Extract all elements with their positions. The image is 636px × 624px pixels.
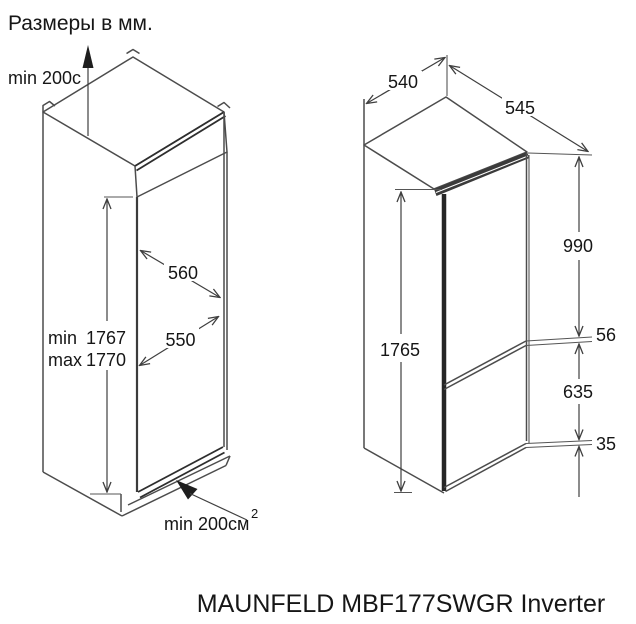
fridge-depth-dimension: 545 bbox=[450, 66, 589, 152]
niche-plinth-bottom bbox=[121, 464, 227, 517]
niche-depth-top-dimension: 560 bbox=[141, 251, 221, 298]
niche-lip-right bbox=[217, 101, 231, 109]
fridge-door-divider bbox=[443, 340, 527, 386]
niche-height-min-value: 1767 bbox=[86, 328, 126, 348]
fridge-bottom-clearance-dimension: 35 bbox=[579, 434, 616, 497]
niche-floor-edge bbox=[137, 446, 224, 493]
fridge-drawing: 540 545 1765 990 56 635 bbox=[363, 55, 616, 497]
fridge-bottom-clearance-label: 35 bbox=[596, 434, 616, 454]
fridge-upper-section-label: 990 bbox=[563, 236, 593, 256]
model-caption: MAUNFELD MBF177SWGR Inverter bbox=[197, 590, 605, 618]
page-title: Размеры в мм. bbox=[8, 12, 153, 35]
fridge-depth-label: 545 bbox=[505, 98, 535, 118]
fridge-door-bottom-edge bbox=[443, 442, 527, 489]
niche-depth-bottom-dimension: 550 bbox=[140, 317, 219, 366]
niche-drawing: min 200c 560 550 min 1767 max 1770 bbox=[8, 45, 258, 534]
niche-vent-dimension: min 200см 2 bbox=[164, 480, 258, 534]
niche-height-max-prefix: max bbox=[48, 350, 82, 370]
fridge-upper-section-dimension: 990 bbox=[563, 157, 593, 336]
fridge-width-label: 540 bbox=[388, 72, 418, 92]
niche-height-min-prefix: min bbox=[48, 328, 77, 348]
niche-top-clearance-label: min 200c bbox=[8, 68, 81, 88]
fridge-lower-section-label: 635 bbox=[563, 382, 593, 402]
niche-plinth-top bbox=[127, 455, 231, 506]
niche-height-max-value: 1770 bbox=[86, 350, 126, 370]
fridge-bottom-left-edge bbox=[363, 447, 445, 494]
niche-lip-left bbox=[42, 100, 56, 112]
fridge-width-dimension: 540 bbox=[367, 58, 446, 104]
fridge-height-dimension: 1765 bbox=[380, 192, 420, 491]
fridge-middle-gap-dimension: 56 bbox=[596, 325, 616, 345]
niche-top-front-edge bbox=[134, 111, 225, 167]
niche-bottom-edge bbox=[42, 471, 123, 517]
niche-depth-bottom-label: 550 bbox=[165, 330, 195, 350]
fridge-lower-section-dimension: 635 bbox=[563, 344, 593, 440]
fridge-height-label: 1765 bbox=[380, 340, 420, 360]
up-arrow-icon bbox=[82, 45, 94, 68]
niche-top-clearance-dimension: min 200c bbox=[8, 45, 94, 136]
niche-height-dimension: min 1767 max 1770 bbox=[48, 196, 133, 495]
niche-vent-label-exponent: 2 bbox=[251, 506, 258, 521]
niche-vent-label: min 200см bbox=[164, 514, 249, 534]
niche-top-band bbox=[134, 111, 228, 198]
niche-depth-top-label: 560 bbox=[168, 263, 198, 283]
vent-arrow-icon bbox=[176, 480, 198, 500]
fridge-middle-gap-label: 56 bbox=[596, 325, 616, 345]
niche-lip-back bbox=[126, 48, 140, 55]
